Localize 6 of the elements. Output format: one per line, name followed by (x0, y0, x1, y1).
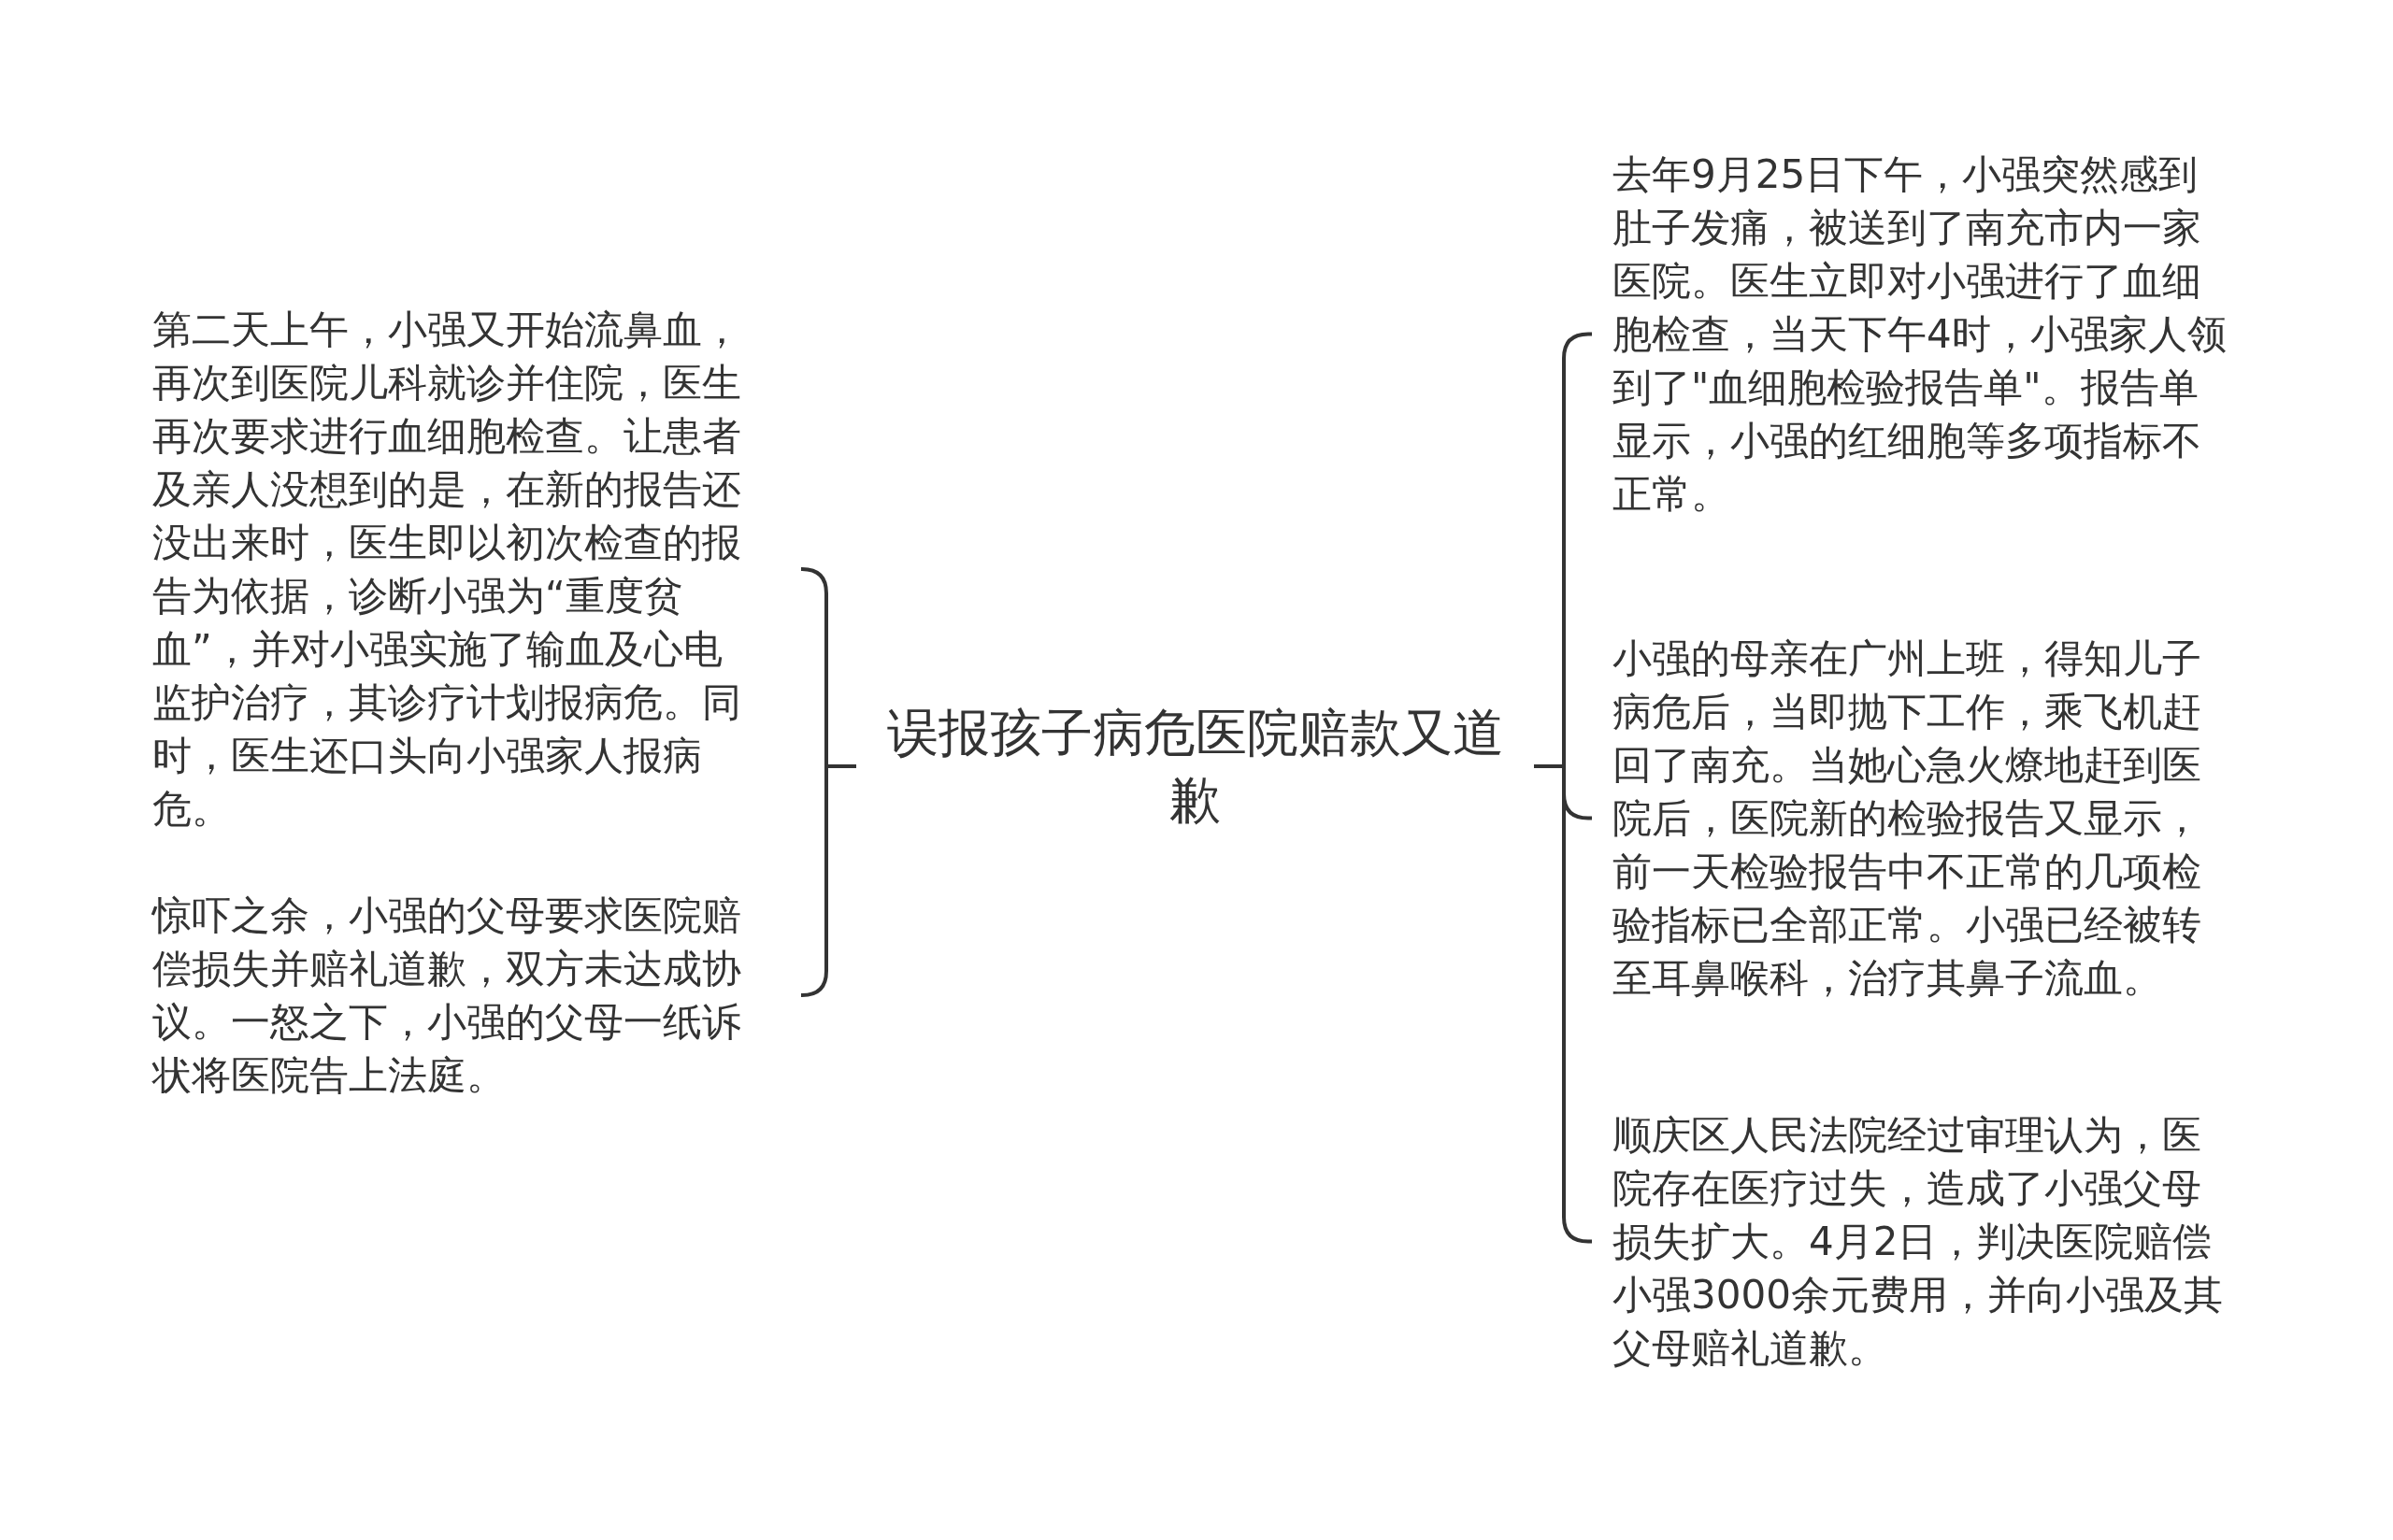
branch-text: 小强的母亲在广州上班，得知儿子病危后，当即抛下工作，乘飞机赶回了南充。当她心急火燎地赶到医院后，医院新的检验报告又显示，前一天检验报告中不正常的几项检验指标已全部正常。小强已经被转至耳鼻喉科，治疗其鼻子流血。 (1592, 626, 2246, 1010)
branch-text: 惊吓之余，小强的父母要求医院赔偿损失并赔礼道歉，双方未达成协议。一怒之下，小强的父母一纸诉状将医院告上法庭。 (140, 883, 801, 1107)
central-topic: 误报孩子病危医院赔款又道歉 (856, 692, 1534, 841)
branch-text: 去年9月25日下午，小强突然感到肚子发痛，被送到了南充市内一家医院。医生立即对小强进行了血细胞检查，当天下午4时，小强家人领到了"血细胞检验报告单"。报告单显示，小强的红细胞等多项指标不正常。 (1592, 142, 2246, 526)
branch-text: 顺庆区人民法院经过审理认为，医院存在医疗过失，造成了小强父母损失扩大。4月2日，判决医院赔偿小强3000余元费用，并向小强及其父母赔礼道歉。 (1592, 1103, 2246, 1380)
branch-text: 第二天上午，小强又开始流鼻血，再次到医院儿科就诊并住院，医生再次要求进行血细胞检查。让患者及亲人没想到的是，在新的报告还没出来时，医生即以初次检查的报告为依据，诊断小强为“重度贫血”，并对小强实施了输血及心电监护治疗，其诊疗计划报病危。同时，医生还口头向小强家人报病危。 (140, 297, 801, 841)
